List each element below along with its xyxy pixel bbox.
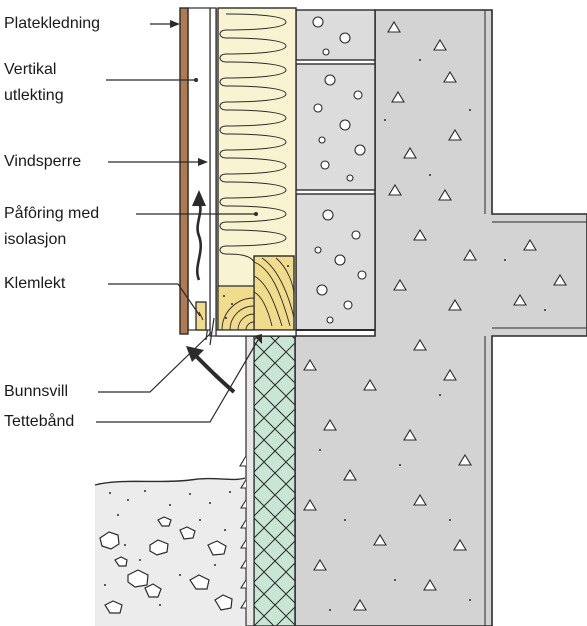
- leader-tettebaand-arrowhead: [254, 334, 262, 344]
- vertical-battens: [187, 7, 211, 331]
- label-vertikal-utlekting-line1: Vertikal: [4, 61, 57, 78]
- label-klemlekt: Klemlekt: [4, 275, 66, 292]
- clamp-batten: [195, 301, 207, 331]
- cladding-board: [179, 7, 189, 335]
- ventilation-arrows: [186, 190, 236, 394]
- leader-tettebaand: [96, 339, 259, 423]
- label-paforing-line1: Påfôring med: [4, 205, 100, 222]
- lightweight-blocks: [295, 9, 376, 331]
- leader-lines: [96, 20, 262, 423]
- label-tettebaand: Tettebånd: [4, 413, 75, 430]
- label-vindsperre: Vindsperre: [4, 153, 82, 170]
- label-bunnsvill: Bunnsvill: [4, 383, 69, 400]
- leader-klemlekt: [108, 283, 201, 317]
- sealing-tape: [215, 329, 297, 337]
- leader-vindsperre-arrowhead: [198, 158, 208, 166]
- concrete-foundation: [294, 9, 587, 626]
- label-vertikal-utlekting-line2: utlekting: [4, 87, 64, 104]
- leader-platekledning-arrowhead: [170, 20, 180, 28]
- label-platekledning: Platekledning: [4, 15, 101, 32]
- ground: [94, 477, 246, 626]
- foundation-insulation: [253, 335, 296, 626]
- leader-bunnsvill: [98, 331, 213, 393]
- label-paforing-line2: isolasjon: [4, 231, 67, 248]
- bottom-sill: [217, 255, 295, 331]
